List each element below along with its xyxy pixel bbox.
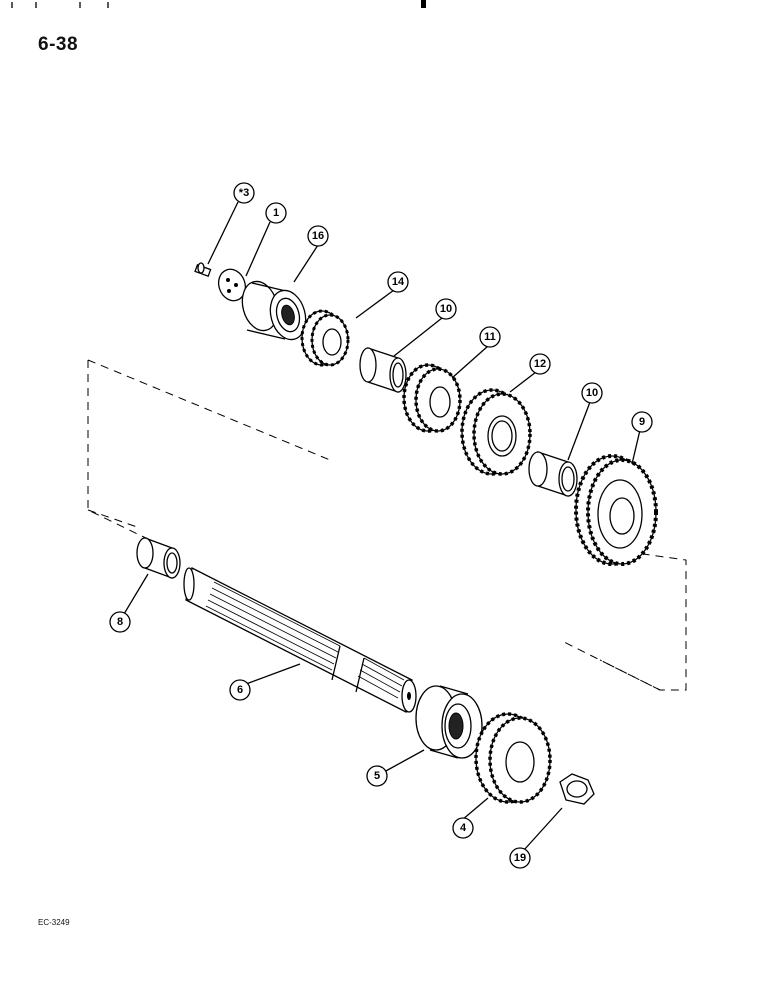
callout-12: 12 [529,353,551,375]
svg-text:1: 1 [273,207,279,219]
svg-text:11: 11 [484,331,496,343]
screw-part [194,262,212,277]
svg-text:6: 6 [237,684,243,696]
leader-arrows [123,201,641,851]
gear-part-12 [460,388,532,476]
svg-text:9: 9 [639,416,645,428]
callout-16: 16 [307,225,329,247]
callout-11: 11 [479,326,501,348]
svg-text:5: 5 [374,770,380,782]
callout-3: *3 [233,182,255,204]
svg-text:8: 8 [117,616,123,628]
callout-8: 8 [109,611,131,633]
callout-14: 14 [387,271,409,293]
top-edge-marks [11,0,426,8]
dashed-assembly-outline [87,359,687,691]
helical-gear-part-11 [402,363,462,433]
page-number: 6-38 [38,34,79,55]
retainer-plate-part [217,268,247,302]
callout-10-upper: 10 [435,298,457,320]
svg-text:19: 19 [514,852,526,864]
spacer-part-10-lower [528,451,578,497]
bushing-part-8 [136,537,181,579]
svg-text:12: 12 [534,358,546,370]
gear-part-14 [300,309,350,367]
large-gear-part-9 [574,454,658,566]
callout-6: 6 [229,679,251,701]
callout-9: 9 [631,411,653,433]
svg-text:*3: *3 [239,187,249,199]
gear-part-4 [474,712,552,804]
svg-text:10: 10 [440,303,452,315]
svg-text:14: 14 [392,276,405,288]
spacer-part-10-upper [359,347,407,393]
figure-code: EC-3249 [38,918,70,927]
callout-10-lower: 10 [581,382,603,404]
callout-19: 19 [509,847,531,869]
splined-shaft-part-6 [183,567,417,713]
callout-5: 5 [366,765,388,787]
svg-text:10: 10 [586,387,598,399]
callout-1: 1 [265,202,287,224]
svg-text:16: 16 [312,230,324,242]
nut-part-19 [559,773,595,805]
svg-text:4: 4 [460,822,467,834]
callout-4: 4 [452,817,474,839]
bearing-part-5 [415,685,483,759]
bearing-part-16 [241,280,307,341]
